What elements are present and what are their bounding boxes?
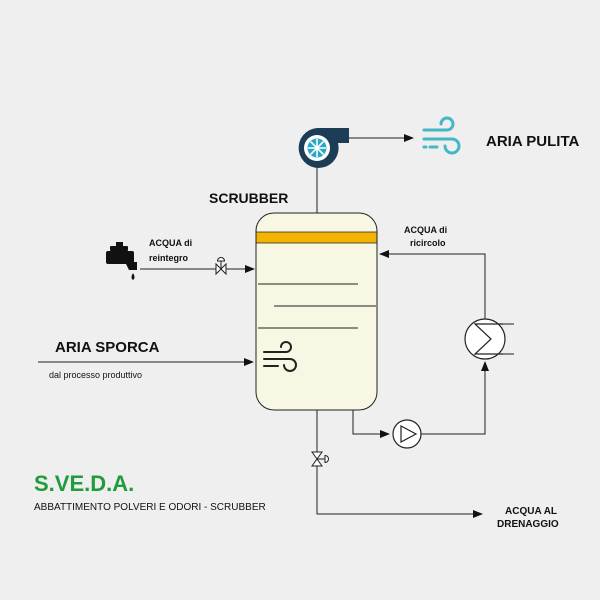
- wind-icon: [263, 341, 297, 372]
- brand-name: S.VE.D.A.: [34, 471, 134, 496]
- bottom-outlet-line: [352, 410, 390, 438]
- heat-exchanger-icon: [464, 318, 514, 360]
- drain-label-2: DRENAGGIO: [497, 519, 559, 530]
- clean-air-label: ARIA PULITA: [486, 133, 579, 150]
- pump-icon: [392, 419, 422, 449]
- valve-icon: [311, 451, 329, 467]
- scrubber-vessel: [255, 212, 378, 411]
- packing-band: [256, 232, 377, 243]
- recirc-water-label-1: ACQUA di: [404, 225, 447, 235]
- centrifugal-fan-icon: [298, 128, 349, 168]
- dirty-air-label: ARIA SPORCA: [55, 339, 160, 356]
- recirc-water-line: [379, 250, 486, 320]
- drain-line: [316, 410, 483, 518]
- pump-to-exchanger-line: [421, 361, 489, 435]
- makeup-water-label-2: reintegro: [149, 253, 189, 263]
- brand-subtitle: ABBATTIMENTO POLVERI E ODORI - SCRUBBER: [34, 502, 266, 513]
- water-tap-icon: [106, 242, 137, 280]
- makeup-water-label-1: ACQUA di: [149, 238, 192, 248]
- scrubber-label: SCRUBBER: [209, 190, 288, 206]
- wind-icon: [422, 116, 461, 155]
- dirty-air-sublabel: dal processo produttivo: [49, 370, 142, 380]
- valve-icon: [215, 257, 227, 276]
- drain-label-1: ACQUA AL: [505, 506, 557, 517]
- recirc-water-label-2: ricircolo: [410, 238, 446, 248]
